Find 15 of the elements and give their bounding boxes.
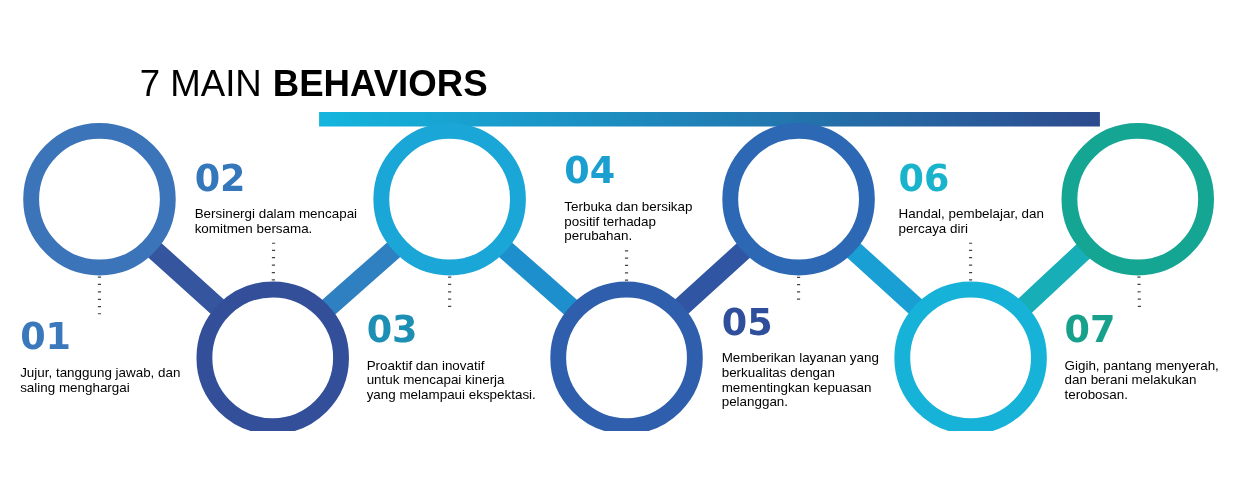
node-circle	[550, 281, 703, 431]
node-text: 02 Bersinergi dalam mencapai komitmen bersama.	[194, 156, 358, 236]
node-circle	[1061, 122, 1214, 275]
diagram-title: 7 MAIN BEHAVIORS	[139, 62, 488, 104]
node-text: 06 Handal, pembelajar, dan percaya diri	[898, 156, 1044, 236]
node-text: 04 Terbuka dan bersikap positif terhadap perubahan.	[564, 148, 693, 243]
node-circle	[722, 122, 875, 275]
node-circle	[23, 122, 176, 275]
node-text: 03 Proaktif dan inovatif untuk mencapai kinerja yang melampaui ekspektasi.	[366, 307, 536, 402]
node-text: 01 Jujur, tanggung jawab, dan saling menghargai	[20, 314, 181, 395]
node-text: 05 Memberikan layanan yang berkualitas dengan mementingkan kepuasan pelanggan.	[721, 300, 879, 409]
node-circle	[894, 281, 1047, 431]
node-text: 07 Gigih, pantang menyerah, dan berani melakukan terobosan.	[1064, 307, 1219, 402]
node-circle	[196, 281, 349, 431]
node-circle	[373, 122, 526, 275]
